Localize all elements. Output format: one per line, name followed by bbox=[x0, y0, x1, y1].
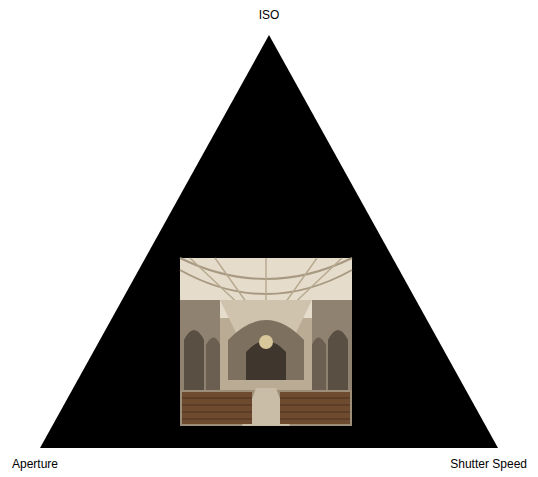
axis-label: Shutter Speed bbox=[450, 457, 527, 471]
axis-label: Aperture bbox=[12, 457, 58, 471]
cathedral-photo bbox=[180, 258, 352, 426]
triangle bbox=[40, 35, 498, 448]
axis-label: ISO bbox=[259, 8, 280, 22]
